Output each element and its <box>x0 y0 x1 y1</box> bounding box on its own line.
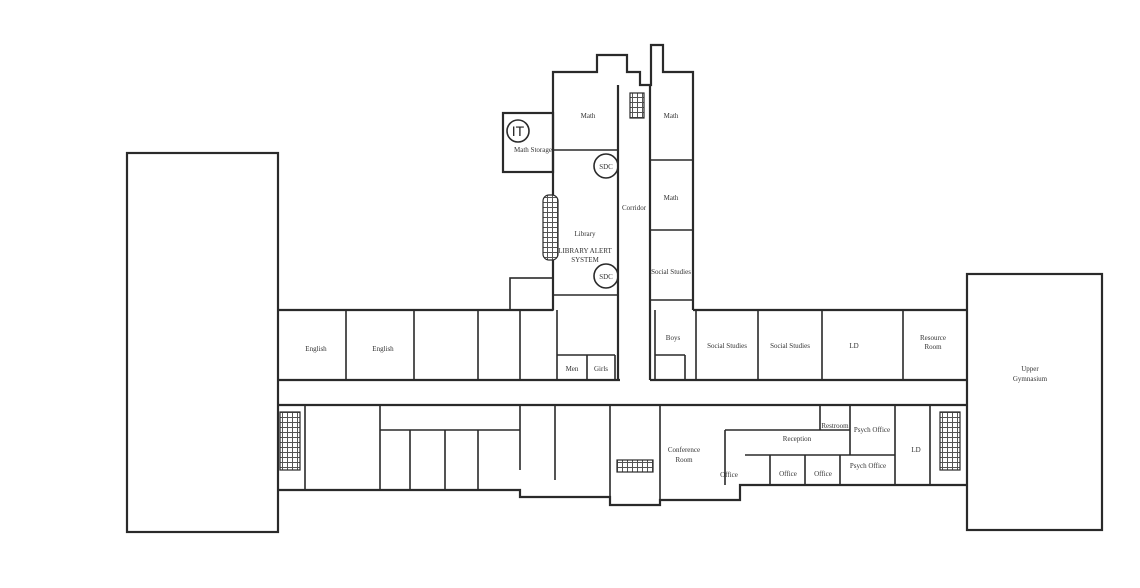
label-men: Men <box>566 365 579 373</box>
label-library-alert: LIBRARY ALERT <box>558 247 612 255</box>
label-english-1: English <box>305 345 327 353</box>
it-storage-room <box>501 111 555 174</box>
label-office-3: Office <box>814 470 832 478</box>
label-math-storage: Math Storage <box>514 146 552 154</box>
it-symbol <box>506 119 530 143</box>
label-ld-1: LD <box>849 342 858 350</box>
label-library-alert-2: SYSTEM <box>571 256 599 264</box>
label-restroom: Restroom <box>821 422 849 430</box>
label-math-3: Math <box>664 194 679 202</box>
label-ld-2: LD <box>911 446 920 454</box>
label-social-studies-3: Social Studies <box>770 342 810 350</box>
library-stacks <box>542 194 559 261</box>
label-social-studies-2: Social Studies <box>707 342 747 350</box>
small-room <box>509 277 554 311</box>
label-sdc-1: SDC <box>599 163 613 171</box>
sdc-symbol-2 <box>593 263 619 289</box>
north-wing <box>501 43 695 380</box>
upper-gymnasium <box>965 272 1104 532</box>
stairs-west <box>279 411 301 471</box>
label-office-2: Office <box>779 470 797 478</box>
label-library: Library <box>575 230 596 238</box>
label-math-2: Math <box>664 112 679 120</box>
label-psych-office-1: Psych Office <box>854 426 890 434</box>
label-upper-gym: Upper <box>1021 365 1039 373</box>
label-psych-office-2: Psych Office <box>850 462 886 470</box>
label-girls: Girls <box>594 365 608 373</box>
label-it: IT <box>512 123 525 139</box>
label-math-1: Math <box>581 112 596 120</box>
label-boys: Boys <box>666 334 681 342</box>
label-resource-room: Resource <box>920 334 946 342</box>
stairs-entry <box>616 459 654 473</box>
left-building <box>125 151 280 534</box>
label-english-2: English <box>372 345 394 353</box>
label-sdc-2: SDC <box>599 273 613 281</box>
label-corridor: Corridor <box>622 204 647 212</box>
stairs-north <box>629 92 645 119</box>
stairs-east <box>939 411 961 471</box>
label-social-studies-1: Social Studies <box>651 268 691 276</box>
label-office-1: Office <box>720 471 738 479</box>
label-conference-room-2: Room <box>675 456 693 464</box>
label-conference-room: Conference <box>668 446 700 454</box>
label-reception: Reception <box>783 435 812 443</box>
main-wing <box>278 308 967 507</box>
sdc-symbol-1 <box>593 153 619 179</box>
label-resource-room-2: Room <box>924 343 942 351</box>
label-upper-gym-2: Gymnasium <box>1013 375 1048 383</box>
